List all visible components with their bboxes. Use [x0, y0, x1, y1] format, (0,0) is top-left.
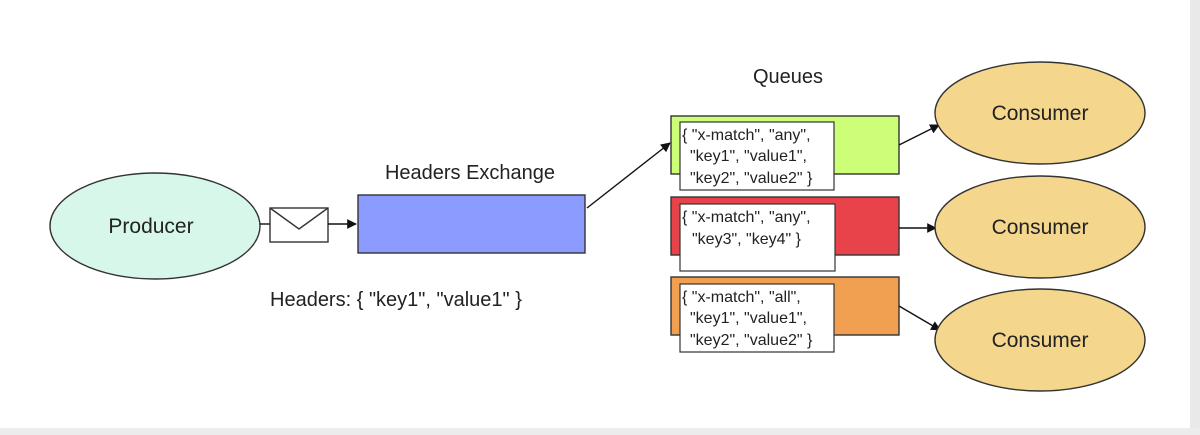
frame-edge-right [1190, 0, 1200, 435]
queue-3-binding-card [679, 283, 835, 353]
queue-2: { "x-match", "any", "key3", "key4" } [670, 196, 900, 272]
consumer-2-ellipse [934, 175, 1146, 279]
consumer-3-ellipse [934, 288, 1146, 392]
consumer-3: Consumer [934, 288, 1146, 392]
queue-3-binding-line-2: "key1", "value1", [690, 310, 807, 327]
queue-1-to-consumer-arrow [898, 124, 940, 146]
queue-1-binding-line-3: "key2", "value2" } [690, 170, 813, 187]
queue-3: { "x-match", "all", "key1", "value1", "k… [670, 276, 900, 353]
exchange-title: Headers Exchange [385, 162, 555, 184]
queue-3-binding-line-1: { "x-match", "all", [682, 289, 801, 306]
queue-3-binding-line-3: "key2", "value2" } [690, 332, 813, 349]
frame-edge-bottom [0, 428, 1200, 435]
consumer-1: Consumer [934, 61, 1146, 165]
producer-node: Producer [49, 172, 261, 280]
exchange-to-queue-1-arrow [586, 142, 671, 209]
queue-1-binding-line-2: "key1", "value1", [690, 148, 807, 165]
queue-1-binding-card [679, 121, 835, 191]
queue-2-binding-card [679, 203, 836, 272]
queue-3-to-consumer-arrow [898, 305, 941, 331]
producer-ellipse [49, 172, 261, 280]
consumer-3-label: Consumer [992, 329, 1089, 352]
message-envelope-icon [269, 207, 329, 243]
consumer-2: Consumer [934, 175, 1146, 279]
queue-2-binding-line-1: { "x-match", "any", [682, 209, 811, 226]
queue-1: { "x-match", "any", "key1", "value1", "k… [670, 115, 900, 191]
queues-title: Queues [753, 66, 823, 88]
message-headers-label: Headers: { "key1", "value1" } [270, 289, 522, 311]
consumer-1-label: Consumer [992, 102, 1089, 125]
consumer-1-ellipse [934, 61, 1146, 165]
consumer-2-label: Consumer [992, 216, 1089, 239]
headers-exchange-box [357, 194, 586, 254]
queue-2-binding-line-2: "key3", "key4" } [692, 231, 802, 248]
queue-1-binding-line-1: { "x-match", "any", [682, 127, 811, 144]
producer-label: Producer [108, 215, 193, 238]
